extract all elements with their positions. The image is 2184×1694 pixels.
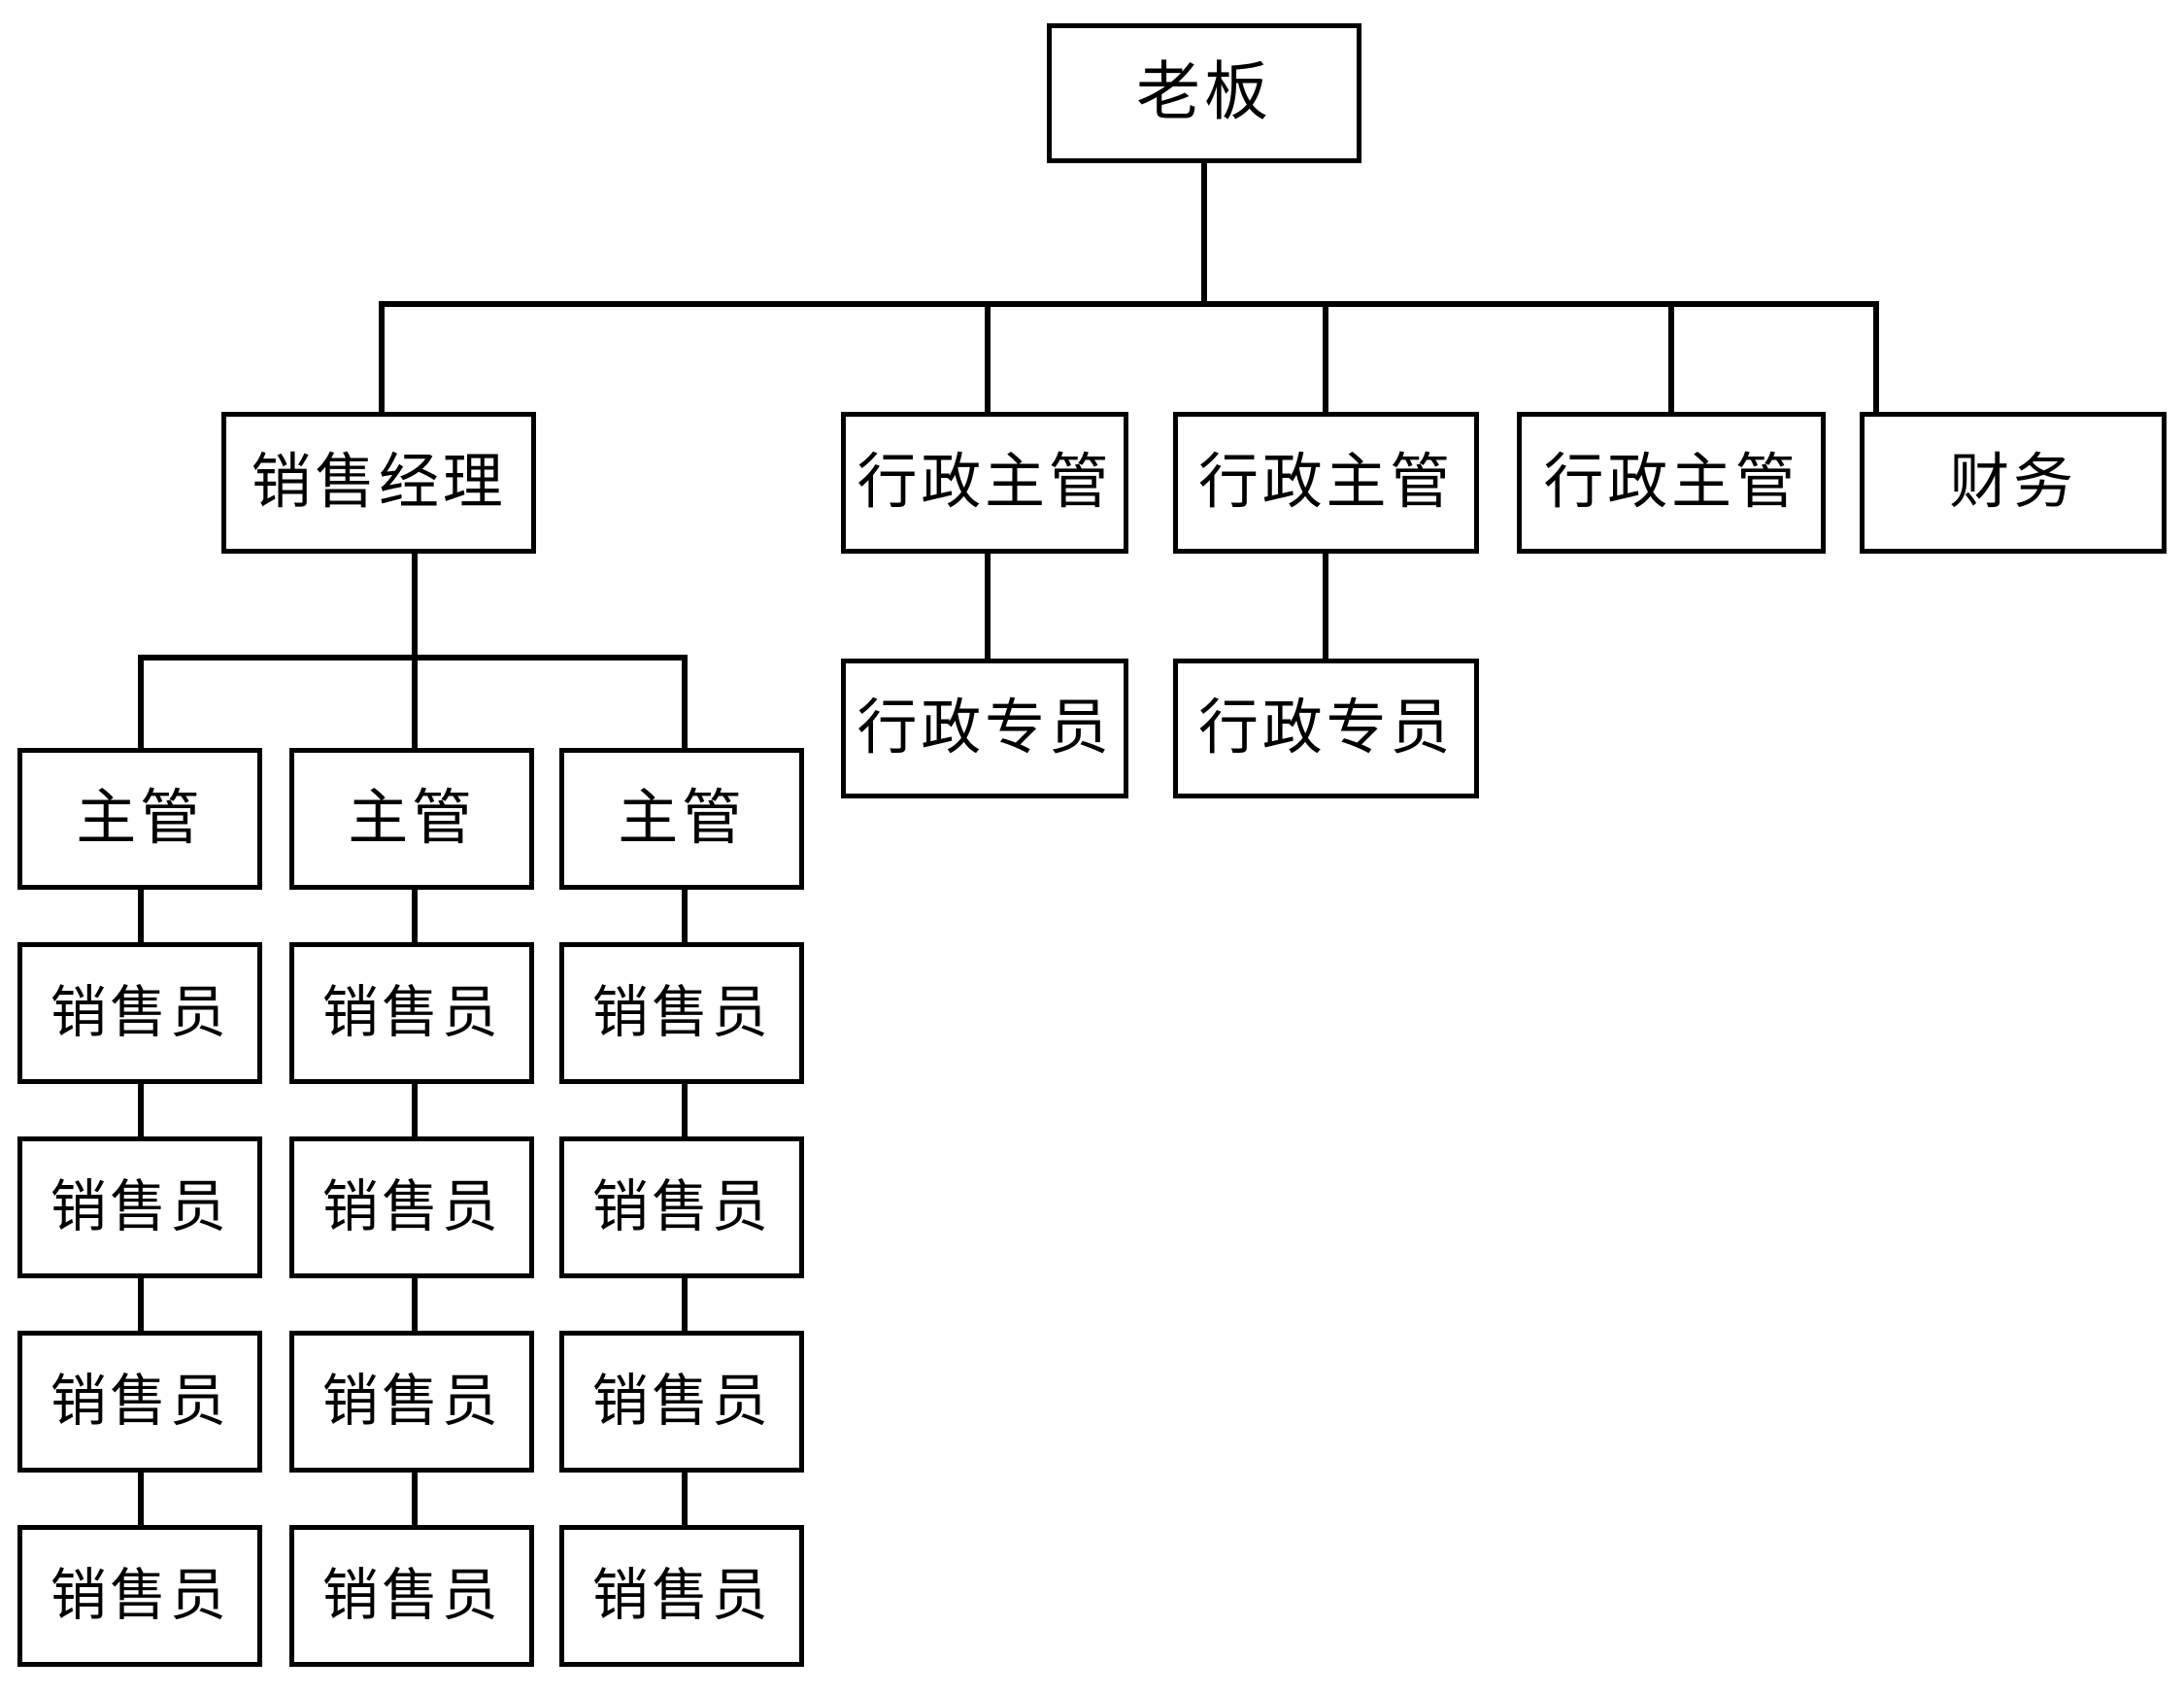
node-label: 销售员 <box>591 1564 772 1627</box>
node-label: 行政专员 <box>1198 695 1454 762</box>
node-label: 财务 <box>1949 450 2077 516</box>
node-supervisor-3[interactable]: 主管 <box>559 748 804 890</box>
connector-drop-finance <box>1873 301 1879 416</box>
node-label: 销售员 <box>321 1175 502 1238</box>
node-sales-c2-r2[interactable]: 销售员 <box>289 1136 534 1278</box>
connector-sales-manager-stem <box>412 552 418 661</box>
connector-col3-sales3-to-sales4 <box>682 1471 688 1529</box>
node-label: 销售员 <box>591 981 772 1044</box>
connector-admin-supervisor-1-to-specialist <box>985 552 991 661</box>
node-label: 主管 <box>618 786 746 852</box>
node-label: 行政主管 <box>1543 450 1799 516</box>
connector-drop-supervisor-1 <box>138 655 144 752</box>
node-label: 主管 <box>348 786 476 852</box>
node-supervisor-1[interactable]: 主管 <box>17 748 262 890</box>
connector-boss-stem <box>1201 161 1207 307</box>
node-admin-supervisor-1[interactable]: 行政主管 <box>841 412 1128 554</box>
connector-col1-sales2-to-sales3 <box>138 1276 144 1335</box>
node-sales-c3-r4[interactable]: 销售员 <box>559 1525 804 1667</box>
node-label: 销售员 <box>50 1175 230 1238</box>
node-label: 销售员 <box>321 1564 502 1627</box>
node-label: 销售员 <box>50 981 230 1044</box>
node-label: 销售员 <box>50 1370 230 1433</box>
node-label: 销售员 <box>50 1564 230 1627</box>
node-sales-c1-r1[interactable]: 销售员 <box>17 942 262 1084</box>
connector-drop-admin-supervisor-2 <box>1323 301 1328 416</box>
node-label: 行政主管 <box>857 450 1113 516</box>
connector-col2-sales2-to-sales3 <box>412 1276 418 1335</box>
node-label: 销售员 <box>321 1370 502 1433</box>
node-supervisor-2[interactable]: 主管 <box>289 748 534 890</box>
node-sales-c2-r3[interactable]: 销售员 <box>289 1331 534 1473</box>
node-admin-supervisor-3[interactable]: 行政主管 <box>1517 412 1826 554</box>
connector-col3-sup-to-sales1 <box>682 888 688 946</box>
node-sales-c2-r1[interactable]: 销售员 <box>289 942 534 1084</box>
node-finance[interactable]: 财务 <box>1860 412 2167 554</box>
connector-col3-sales2-to-sales3 <box>682 1276 688 1335</box>
connector-col3-sales1-to-sales2 <box>682 1082 688 1140</box>
node-sales-c1-r3[interactable]: 销售员 <box>17 1331 262 1473</box>
connector-col2-sales3-to-sales4 <box>412 1471 418 1529</box>
node-label: 销售员 <box>591 1175 772 1238</box>
connector-drop-admin-supervisor-1 <box>985 301 991 416</box>
connector-drop-sales-manager <box>379 301 385 416</box>
node-sales-c3-r3[interactable]: 销售员 <box>559 1331 804 1473</box>
node-label: 销售员 <box>321 981 502 1044</box>
node-label: 销售经理 <box>251 450 507 516</box>
node-label: 销售员 <box>591 1370 772 1433</box>
node-admin-specialist-2[interactable]: 行政专员 <box>1173 659 1479 798</box>
connector-drop-supervisor-3 <box>682 655 688 752</box>
connector-col2-sup-to-sales1 <box>412 888 418 946</box>
node-label: 行政专员 <box>857 695 1113 762</box>
node-label: 主管 <box>76 786 204 852</box>
node-boss[interactable]: 老板 <box>1047 23 1361 163</box>
connector-col2-sales1-to-sales2 <box>412 1082 418 1140</box>
node-sales-c3-r2[interactable]: 销售员 <box>559 1136 804 1278</box>
node-sales-c1-r4[interactable]: 销售员 <box>17 1525 262 1667</box>
connector-drop-admin-supervisor-3 <box>1668 301 1674 416</box>
connector-drop-supervisor-2 <box>412 655 418 752</box>
node-label: 行政主管 <box>1198 450 1454 516</box>
connector-col1-sup-to-sales1 <box>138 888 144 946</box>
node-sales-c1-r2[interactable]: 销售员 <box>17 1136 262 1278</box>
node-admin-specialist-1[interactable]: 行政专员 <box>841 659 1128 798</box>
connector-col1-sales3-to-sales4 <box>138 1471 144 1529</box>
connector-admin-supervisor-2-to-specialist <box>1323 552 1328 661</box>
connector-col1-sales1-to-sales2 <box>138 1082 144 1140</box>
node-sales-manager[interactable]: 销售经理 <box>221 412 536 554</box>
node-sales-c2-r4[interactable]: 销售员 <box>289 1525 534 1667</box>
node-admin-supervisor-2[interactable]: 行政主管 <box>1173 412 1479 554</box>
node-label: 老板 <box>1136 57 1272 128</box>
connector-level2-bus <box>379 301 1879 307</box>
node-sales-c3-r1[interactable]: 销售员 <box>559 942 804 1084</box>
